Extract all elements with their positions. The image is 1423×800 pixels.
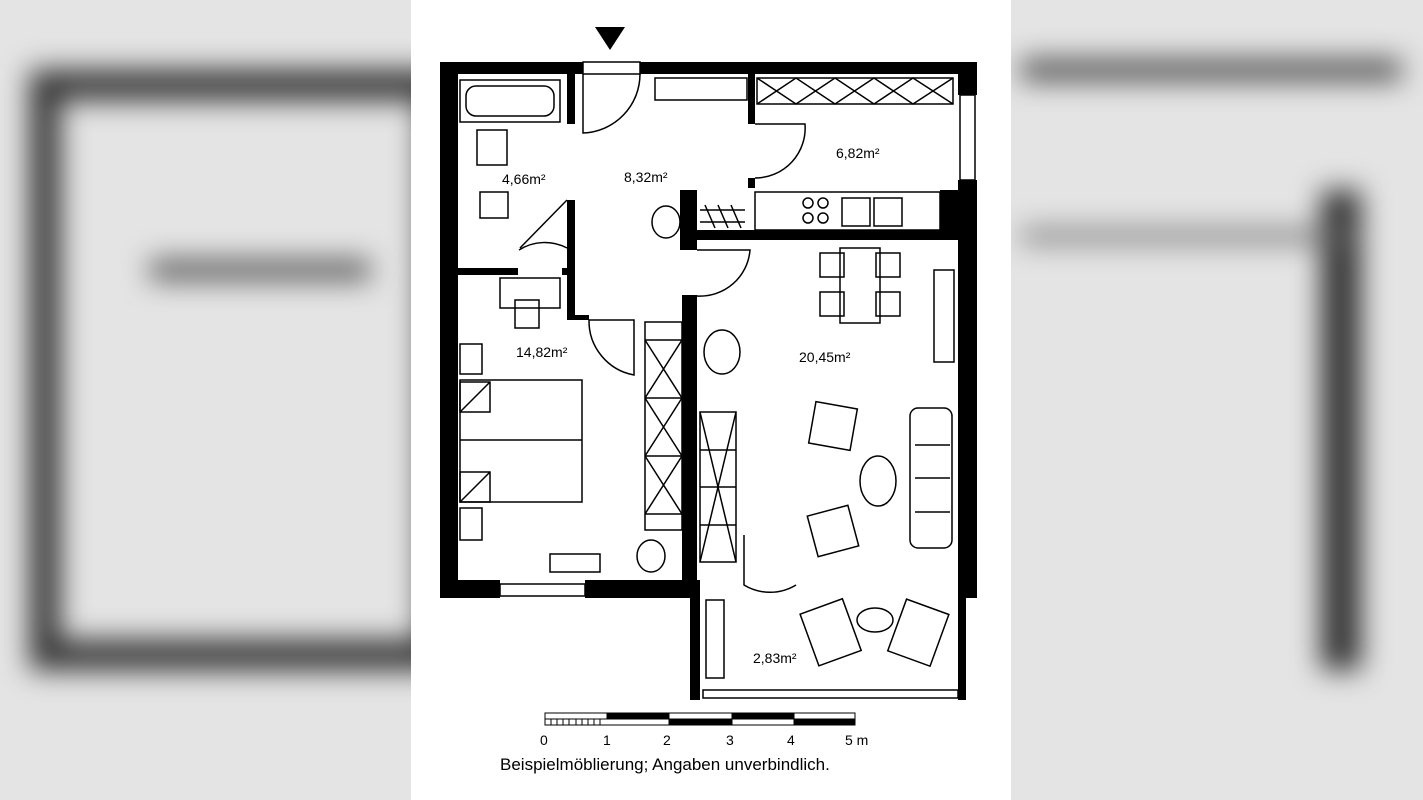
room-area-balcony: 2,83m²	[753, 650, 797, 666]
blurred-background-right	[1011, 0, 1423, 800]
entrance-arrow-icon	[595, 27, 625, 50]
scale-tick: 1	[603, 732, 611, 748]
fixtures	[459, 61, 976, 699]
scale-bar	[544, 712, 856, 726]
room-area-living-room: 20,45m²	[799, 349, 851, 365]
disclaimer-caption: Beispielmöblierung; Angaben unverbindlic…	[500, 755, 830, 774]
scale-tick: 3	[726, 732, 734, 748]
scale-tick: 4	[787, 732, 795, 748]
blurred-background-left	[0, 0, 411, 800]
scale-tick: 2	[663, 732, 671, 748]
scale-tick: 5 m	[845, 732, 869, 748]
room-area-bedroom: 14,82m²	[516, 344, 568, 360]
floor-plan-panel	[411, 0, 1011, 800]
room-area-kitchen: 6,82m²	[836, 145, 880, 161]
room-area-bathroom: 4,66m²	[502, 171, 546, 187]
room-area-hallway: 8,32m²	[624, 169, 668, 185]
walls	[440, 62, 977, 700]
scale-tick: 0	[540, 732, 548, 748]
